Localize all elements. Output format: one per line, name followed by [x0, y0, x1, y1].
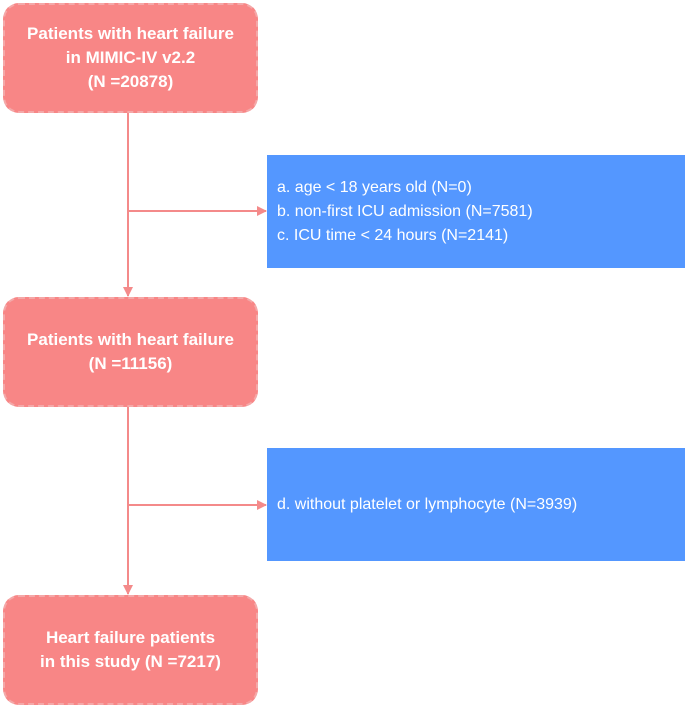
final-population-label: Heart failure patients	[45, 628, 216, 647]
start-population-line-2: in MIMIC-IV v2.2	[65, 48, 196, 67]
final-population-box: Heart failure patients in this study (N …	[3, 595, 258, 705]
start-population-count: (N =20878)	[87, 72, 174, 91]
start-population-box: Patients with heart failure in MIMIC-IV …	[3, 3, 258, 113]
intermediate-population-label: Patients with heart failure	[27, 330, 234, 349]
exclusion-criterion-c: c. ICU time < 24 hours (N=2141)	[277, 226, 509, 244]
intermediate-population-box: Patients with heart failure (N =11156)	[3, 297, 258, 407]
final-population-count: in this study (N =7217)	[40, 652, 221, 671]
intermediate-population-count: (N =11156)	[88, 354, 173, 373]
exclusion-criteria-box-1: a. age < 18 years old (N=0) b. non-first…	[267, 155, 685, 268]
exclusion-criterion-d: d. without platelet or lymphocyte (N=393…	[277, 495, 578, 513]
exclusion-criterion-b: b. non-first ICU admission (N=7581)	[277, 202, 533, 220]
start-population-line-1: Patients with heart failure	[27, 24, 234, 43]
exclusion-criteria-box-2: d. without platelet or lymphocyte (N=393…	[267, 448, 685, 561]
exclusion-criterion-a: a. age < 18 years old (N=0)	[277, 178, 472, 196]
